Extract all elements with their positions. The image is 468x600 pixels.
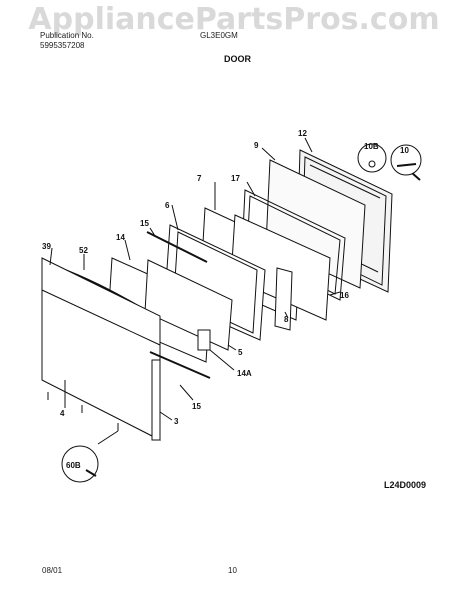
leader-16: [329, 291, 341, 296]
watermark: AppliancePartsPros.com: [28, 2, 440, 37]
callout-10: 10: [400, 146, 409, 155]
leader-15a: [149, 227, 156, 237]
side-trim-8: [274, 267, 293, 331]
callout-52: 52: [79, 246, 88, 255]
inner-door-rib: [309, 164, 381, 199]
model-number: GL3E0GM: [200, 31, 238, 40]
diagram-title: DOOR: [224, 54, 251, 64]
bolt-10-callout: [390, 144, 422, 176]
callout-6: 6: [165, 201, 170, 210]
callout-16: 16: [340, 291, 349, 300]
publication-label: Publication No.: [40, 31, 94, 40]
footer-date: 08/01: [42, 566, 63, 575]
diagram-code: L24D0009: [384, 480, 427, 490]
screw-60b-callout: [61, 445, 99, 483]
leader-8: [284, 311, 289, 319]
callout-60b: 60B: [66, 461, 81, 470]
bolt-icon: [396, 163, 417, 167]
callout-7: 7: [197, 174, 202, 183]
callout-17: 17: [231, 174, 240, 183]
leader-17: [246, 181, 256, 197]
leader-6: [171, 204, 179, 231]
callout-15-upper: 15: [140, 219, 149, 228]
leader-3: [159, 411, 173, 421]
callout-39: 39: [42, 242, 51, 251]
publication-number: 5995357208: [40, 41, 85, 50]
leader-39: [49, 247, 53, 266]
panel-5: [144, 259, 233, 351]
callout-5: 5: [238, 348, 243, 357]
callout-12: 12: [298, 129, 307, 138]
strip-15-lower: [149, 351, 211, 379]
leader-9: [261, 147, 276, 161]
callout-8: 8: [284, 315, 289, 324]
callout-9: 9: [254, 141, 259, 150]
callout-15-lower: 15: [192, 402, 201, 411]
leader-12: [304, 137, 313, 153]
screw-icon: [85, 469, 97, 477]
callout-14a: 14A: [237, 369, 252, 378]
callout-3: 3: [174, 417, 179, 426]
callout-10b: 10B: [364, 142, 379, 151]
washer-10b-callout: [357, 143, 387, 173]
callout-14: 14: [116, 233, 125, 242]
strip-15-upper: [146, 231, 208, 263]
leader-14: [124, 239, 131, 261]
washer-icon: [368, 160, 376, 168]
footer-page: 10: [228, 566, 237, 575]
callout-4: 4: [60, 409, 65, 418]
leader-60b: [97, 430, 119, 445]
side-strip-3: [151, 359, 161, 441]
bracket-14a: [197, 329, 211, 351]
leader-14a: [209, 349, 235, 371]
leader-15b: [179, 384, 194, 401]
leader-5: [227, 344, 237, 351]
